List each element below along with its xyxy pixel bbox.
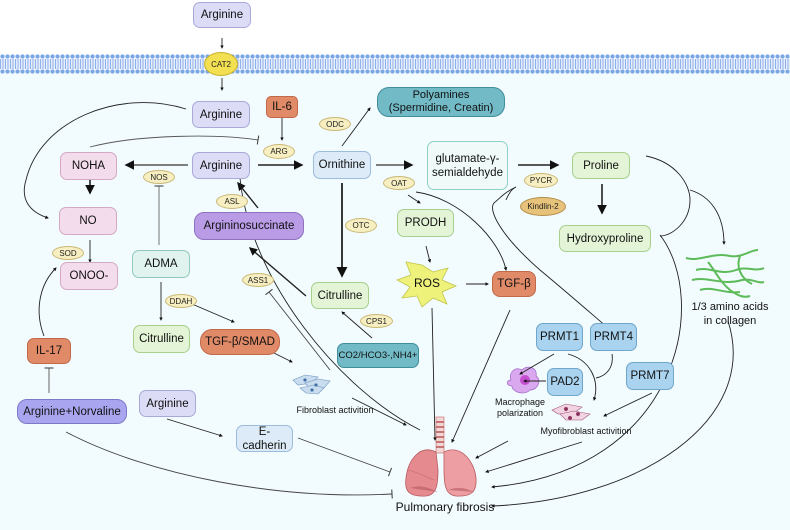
node-prmt4[interactable]: PRMT4 [590, 323, 637, 351]
enzyme-cps1[interactable]: CPS1 [360, 314, 393, 328]
node-citrulline-urea[interactable]: Citrulline [311, 282, 369, 309]
node-ros[interactable]: ROS [413, 276, 440, 290]
enzyme-pycr[interactable]: PYCR [524, 173, 558, 188]
node-glutamate-semialdehyde[interactable]: glutamate-γ- semialdehyde [427, 141, 508, 190]
macrophage-label-line2: polarization [496, 408, 544, 418]
glutamate-line2: semialdehyde [432, 166, 503, 179]
fibroblast-label: Fibroblast activition [296, 405, 374, 415]
node-onoo[interactable]: ONOO- [60, 262, 118, 290]
node-polyamines[interactable]: Polyamines (Spermidine, Creatin) [377, 87, 505, 117]
ros-star-shape [396, 261, 458, 308]
enzyme-oat[interactable]: OAT [383, 176, 415, 190]
node-arginine-lower[interactable]: Arginine [139, 390, 196, 417]
node-proline[interactable]: Proline [572, 152, 630, 179]
node-e-cadherin[interactable]: E-cadherin [236, 425, 293, 452]
node-co2-nh4[interactable]: CO2/HCO3-,NH4+ [337, 343, 419, 368]
node-pad2[interactable]: PAD2 [547, 368, 583, 396]
enzyme-sod[interactable]: SOD [52, 246, 84, 260]
node-adma[interactable]: ADMA [132, 250, 190, 278]
polyamines-line1: Polyamines [412, 89, 470, 101]
enzyme-arg[interactable]: ARG [263, 144, 295, 159]
polyamines-line2: (Spermidine, Creatin) [388, 102, 494, 114]
enzyme-nos[interactable]: NOS [143, 170, 175, 184]
cell-membrane [0, 54, 790, 74]
node-citrulline-adma[interactable]: Citrulline [133, 325, 190, 353]
node-prodh[interactable]: PRODH [397, 209, 454, 237]
node-ornithine[interactable]: Ornithine [313, 151, 371, 179]
enzyme-ddah[interactable]: DDAH [165, 294, 197, 308]
fibroblast-cells-icon [292, 374, 331, 395]
node-prmt7[interactable]: PRMT7 [626, 362, 674, 390]
collagen-label-line2: in collagen [703, 315, 757, 327]
node-argininosuccinate[interactable]: Argininosuccinate [194, 212, 304, 240]
myofibroblast-label: Myofibroblast activition [540, 426, 632, 436]
node-arginine-intracellular[interactable]: Arginine [192, 101, 250, 128]
collagen-label-line1: 1/3 amino acids [691, 301, 769, 313]
enzyme-asl[interactable]: ASL [216, 194, 248, 209]
enzyme-ass1[interactable]: ASS1 [242, 273, 274, 287]
node-hydroxyproline[interactable]: Hydroxyproline [559, 225, 651, 252]
node-arginine-central[interactable]: Arginine [192, 152, 250, 179]
node-arginine-norvaline[interactable]: Arginine+Norvaline [17, 399, 127, 424]
cytoplasm [0, 70, 790, 530]
pulmonary-fibrosis-label: Pulmonary fibrosis [395, 500, 495, 514]
node-prmt1[interactable]: PRMT1 [536, 323, 583, 351]
node-il6[interactable]: IL-6 [266, 96, 298, 118]
lung-icon [405, 416, 477, 497]
collagen-label: 1/3 amino acids in collagen [680, 300, 780, 328]
enzyme-odc[interactable]: ODC [319, 117, 351, 131]
node-no[interactable]: NO [59, 207, 117, 235]
macrophage-label: Macrophage polarization [485, 397, 555, 419]
node-tgfb[interactable]: TGF-β [492, 271, 536, 297]
node-tgfb-smad[interactable]: TGF-β/SMAD [200, 329, 280, 355]
transporter-cat2[interactable]: CAT2 [204, 52, 238, 76]
myofibroblast-cells-icon [551, 403, 591, 421]
enzyme-otc[interactable]: OTC [345, 218, 377, 233]
macrophage-icon [506, 366, 540, 394]
node-il17[interactable]: IL-17 [27, 338, 71, 364]
enzyme-kindlin2[interactable]: Kindlin-2 [520, 197, 566, 216]
collagen-fiber-icon [685, 249, 765, 298]
macrophage-label-line1: Macrophage [494, 397, 546, 407]
node-noha[interactable]: NOHA [60, 152, 117, 180]
node-arginine-extracellular[interactable]: Arginine [193, 2, 251, 28]
glutamate-line1: glutamate-γ- [435, 152, 500, 165]
